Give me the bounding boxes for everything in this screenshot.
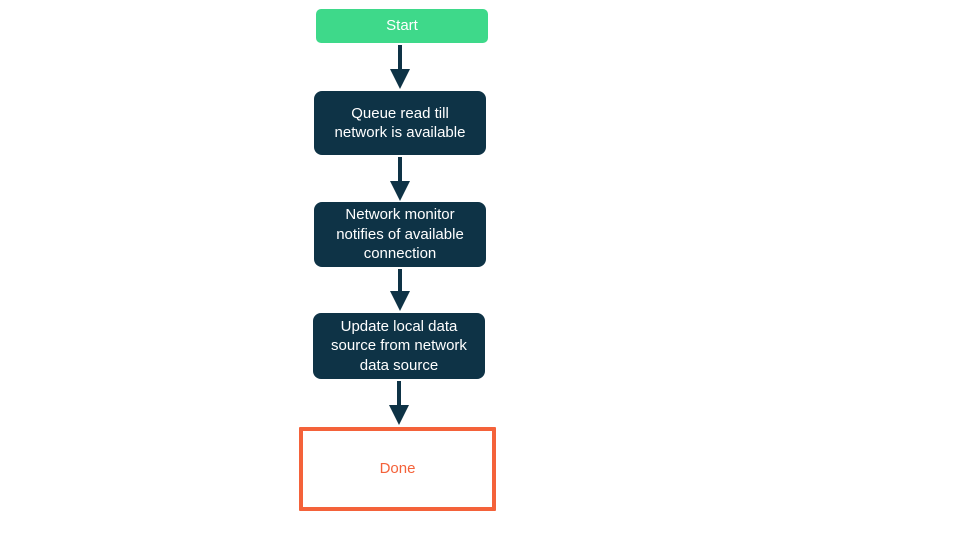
flow-arrow-queue-read-to-network-monitor <box>390 157 410 201</box>
flow-node-queue-read[interactable]: Queue read till network is available <box>314 91 486 155</box>
flow-node-update-local[interactable]: Update local data source from network da… <box>313 313 485 379</box>
flow-arrow-network-monitor-to-update-local <box>390 269 410 311</box>
flow-node-queue-read-label: Queue read till network is available <box>334 104 466 142</box>
flow-node-start-label: Start <box>386 17 418 35</box>
flow-arrow-start-to-queue-read <box>390 45 410 89</box>
flow-arrow-update-local-to-done <box>389 381 409 425</box>
flow-node-start[interactable]: Start <box>316 9 488 43</box>
flow-node-done-label: Done <box>379 460 416 478</box>
flow-node-update-local-label: Update local data source from network da… <box>331 317 467 374</box>
flow-node-done[interactable]: Done <box>299 427 496 511</box>
flow-node-network-monitor[interactable]: Network monitor notifies of available co… <box>314 202 486 267</box>
flow-node-network-monitor-label: Network monitor notifies of available co… <box>336 206 464 263</box>
